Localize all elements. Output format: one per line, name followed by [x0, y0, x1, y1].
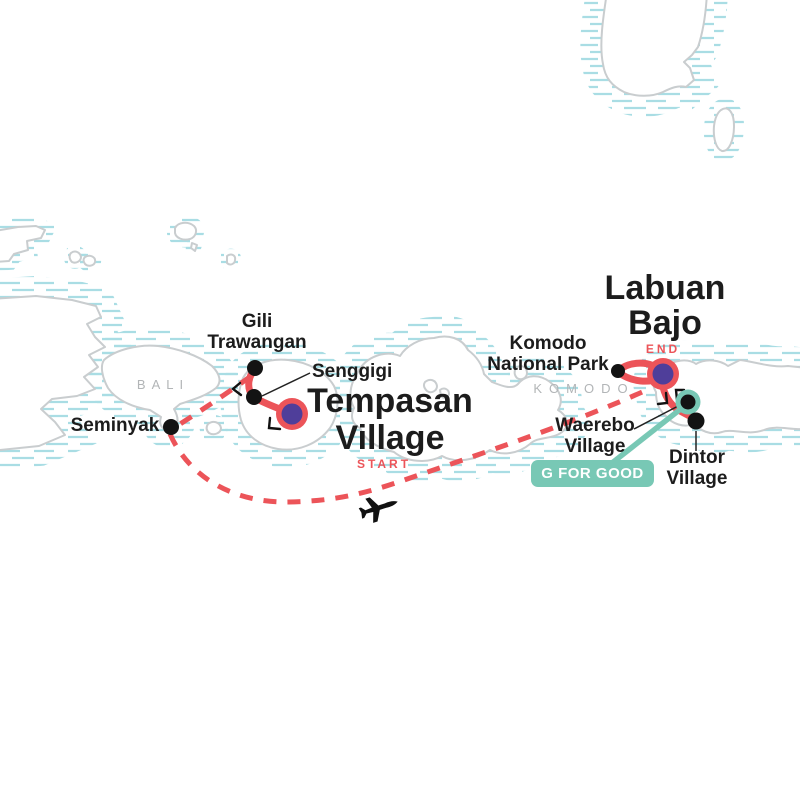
route-dashed-gili-seminyak: [175, 373, 253, 429]
direction-chevrons: [231, 381, 686, 431]
g-for-good-connector: [610, 401, 689, 466]
label-seminyak: Seminyak: [70, 415, 160, 436]
island-nusa: [205, 420, 222, 436]
label-senggigi: Senggigi: [312, 361, 393, 382]
islet-komodo-1: [422, 378, 438, 394]
marker-labuan-bajo: [652, 363, 674, 385]
stops: [163, 358, 705, 435]
islet-komodo-2: [439, 387, 450, 399]
label-gili-trawangan: Gili Trawangan: [207, 311, 307, 353]
g-for-good-badge: G FOR GOOD: [531, 460, 654, 487]
stop-dot-gili-trawangan: [247, 360, 263, 376]
label-waerebo-village: Waerebo Village: [555, 415, 635, 457]
label-dintor-village: Dintor Village: [666, 447, 728, 489]
island-bali: [100, 344, 221, 431]
leader-waerebo: [633, 403, 683, 430]
leader-senggigi: [261, 372, 311, 397]
stop-dot-waerebo-village: [680, 394, 696, 410]
island-sulawesi: [600, 0, 708, 97]
route-dashed-flight: [167, 386, 651, 505]
island-kangean: [0, 225, 46, 263]
island-selayar: [712, 107, 735, 152]
stop-dot-seminyak: [163, 419, 179, 435]
region-label-komodo: KOMODO: [533, 381, 635, 396]
stop-dot-senggigi: [246, 389, 262, 405]
stop-dot-dintor-village: [687, 412, 705, 430]
island-java: [0, 295, 106, 451]
leader-lines: [261, 372, 697, 451]
label-tempasan-village: Tempasan Village: [307, 382, 473, 457]
marker-tempasan-village: [281, 403, 303, 425]
islands: [0, 0, 800, 462]
route-dashed: [167, 373, 651, 505]
airplane-icon: [358, 497, 398, 523]
region-label-bali: BALI: [136, 377, 190, 392]
end-label: END: [645, 342, 681, 356]
label-komodo-national-park: Komodo National Park: [487, 333, 609, 375]
islet-komodo-3: [513, 365, 528, 381]
stop-dot-komodo-national-park: [611, 364, 625, 378]
start-label: START: [356, 457, 412, 471]
island-sumbawa: [349, 335, 568, 462]
label-labuan-bajo: Labuan Bajo: [604, 269, 726, 342]
